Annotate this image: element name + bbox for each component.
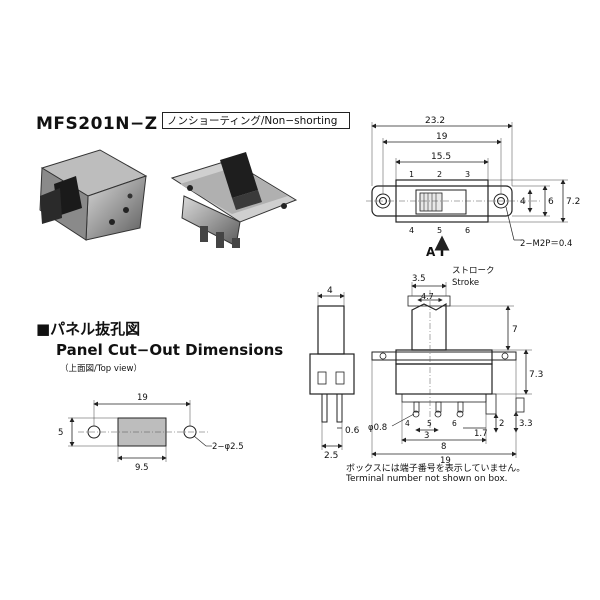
dim-body: 15.5 [431,152,451,162]
panel-dim-height: 5 [58,428,63,438]
panel-cutout-title-en: Panel Cut−Out Dimensions [56,341,284,359]
terminal-6: 6 [465,226,470,235]
pin-number-4: 4 [405,419,410,428]
pin-number-5: 5 [427,419,432,428]
dim-right-a: 2 [499,419,504,429]
front-view-drawing [366,122,568,256]
view-arrow-a-label: A [426,245,436,259]
dim-knob-height: 7 [512,325,518,335]
panel-cutout-title-jp: ■パネル抜孔図 [36,320,141,338]
dim-span: 8 [441,442,446,452]
stroke-label-en: Stroke [452,278,479,288]
terminal-4: 4 [409,226,414,235]
terminal-note-jp: ボックスには端子番号を表示していません。 [346,464,526,474]
switch-type-label: ノンショーティング/Non−shorting [162,112,350,129]
pin-number-6: 6 [452,419,457,428]
dim-knob: 4 [327,286,333,296]
dim-right-b: 3.3 [519,419,533,429]
model-number: MFS201N−Z [36,114,158,134]
dim-pin-diameter: φ0.8 [368,423,387,433]
dim-mount: 19 [436,132,448,142]
dim-stroke: 3.5 [412,274,426,284]
panel-cutout-drawing [68,400,212,462]
switch-photo-right [170,152,298,248]
top-view-label: （上面図/Top view） [60,364,142,374]
dim-knob-width: 4.7 [421,292,434,301]
switch-photo-left [39,149,148,241]
terminal-1: 1 [409,170,414,179]
dim-pin-width: 2.5 [324,451,338,461]
panel-dim-width: 19 [137,393,148,403]
dim-window: 6 [548,197,554,207]
mount-hole-label: 2−M2P＝0.4 [520,239,572,249]
dim-total-width: 19 [440,456,451,466]
terminal-5: 5 [437,226,442,235]
dim-slot: 4 [520,197,526,207]
dim-pin-length: 1.7 [474,429,488,439]
terminal-2: 2 [437,170,442,179]
terminal-3: 3 [465,170,470,179]
stroke-label-jp: ストローク [452,266,495,276]
dim-pitch: 3 [424,431,429,441]
side-view-drawing [309,292,355,450]
panel-dim-slot: 9.5 [135,463,149,473]
dim-height: 7.2 [566,197,580,207]
dim-overall: 23.2 [425,116,445,126]
main-view-drawing [371,282,532,458]
dim-pin-gap: 0.6 [345,426,360,436]
panel-hole-label: 2−φ2.5 [212,442,244,452]
terminal-note-en: Terminal number not shown on box. [346,474,508,484]
dim-body-height: 7.3 [529,370,543,380]
